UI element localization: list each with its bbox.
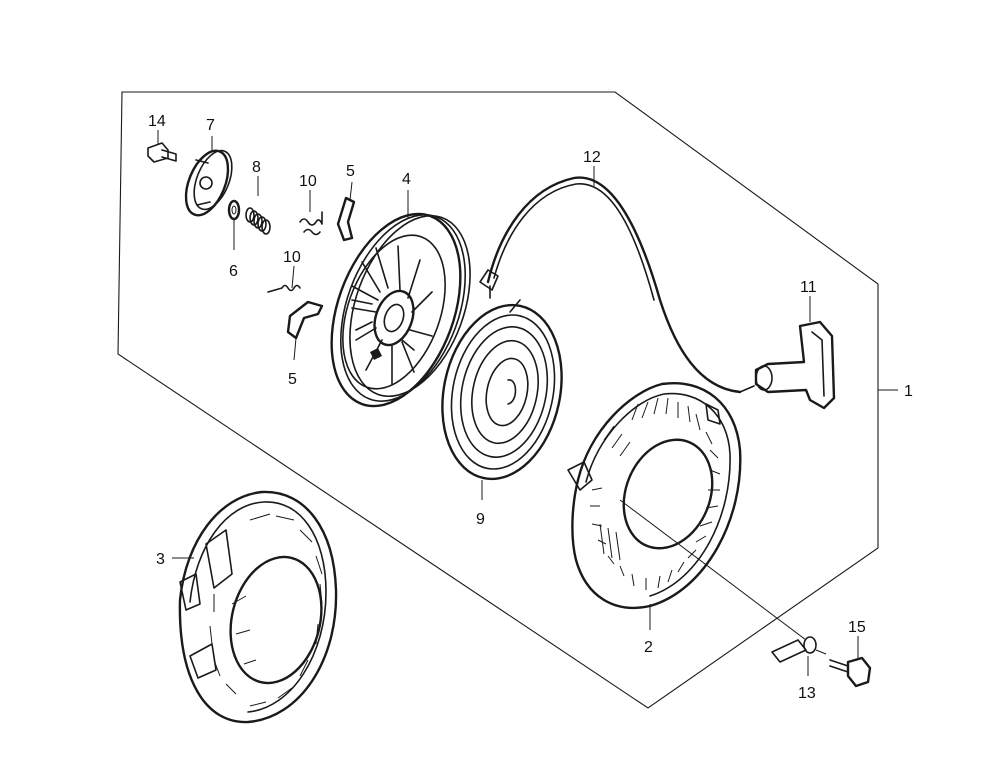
part-7-friction-plate — [184, 149, 233, 217]
part-4-recoil-pulley — [330, 212, 471, 408]
assembly-boundary — [117, 91, 879, 709]
callout-1: 1 — [904, 383, 913, 400]
part-6-washer — [227, 199, 241, 221]
callout-7: 7 — [206, 117, 215, 134]
part-12-starter-rope — [479, 176, 742, 394]
callout-12: 12 — [583, 149, 601, 166]
callout-10-upper: 10 — [299, 173, 317, 190]
part-11-starter-grip — [739, 320, 836, 410]
callout-14: 14 — [148, 113, 166, 130]
part-8-compression-spring — [245, 207, 271, 235]
callout-5-upper: 5 — [346, 163, 355, 180]
callout-11: 11 — [800, 279, 817, 296]
leader-case-13 — [619, 499, 807, 641]
callout-9: 9 — [476, 511, 485, 528]
leader-5a — [349, 181, 353, 201]
callout-15: 15 — [848, 619, 866, 636]
part-10-ratchet-spring-lower — [267, 284, 301, 293]
part-14-flange-bolt — [147, 142, 177, 163]
part-15-bolt — [829, 656, 872, 688]
part-10-ratchet-spring-upper — [299, 211, 323, 236]
part-3-fan-cover — [178, 490, 338, 724]
callout-5-lower: 5 — [288, 371, 297, 388]
callout-13: 13 — [798, 685, 816, 702]
leader-10b — [291, 265, 295, 289]
callout-3: 3 — [156, 551, 165, 568]
callout-4: 4 — [402, 171, 411, 188]
part-2-starter-case — [567, 381, 742, 610]
callout-10-lower: 10 — [283, 249, 301, 266]
part-13-cam-pin — [771, 636, 827, 663]
part-5-ratchet-pawl-lower — [286, 300, 324, 340]
part-9-recoil-spring — [441, 299, 563, 481]
part-5-ratchet-pawl-upper — [336, 196, 356, 242]
callout-2: 2 — [644, 639, 653, 656]
callout-6: 6 — [229, 263, 238, 280]
callout-8: 8 — [252, 159, 261, 176]
leader-5b — [293, 337, 297, 361]
